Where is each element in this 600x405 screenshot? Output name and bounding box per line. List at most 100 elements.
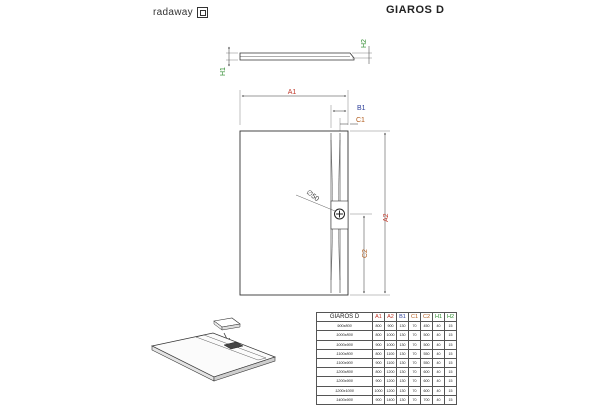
table-cell: 500	[420, 339, 433, 350]
table-cell: 1200	[384, 367, 397, 378]
table-cell: 600	[420, 376, 433, 387]
table-cell: 15	[444, 330, 457, 341]
table-header-a1: A1	[372, 311, 385, 323]
side-view: H1 H2	[220, 39, 372, 76]
table-cell: 70	[408, 367, 421, 378]
brand-logo-square-icon	[196, 7, 208, 18]
table-header-a2: A2	[384, 311, 397, 323]
table-cell: 70	[408, 348, 421, 359]
table-cell: 800	[372, 348, 385, 359]
table-cell: 800	[372, 367, 385, 378]
a2-label: A2	[383, 213, 390, 222]
table-cell: 600	[420, 367, 433, 378]
table-cell: 15	[444, 376, 457, 387]
table-cell: 40	[432, 376, 445, 387]
table-cell: 40	[432, 321, 445, 332]
tray-outline	[239, 130, 349, 296]
drain-grate-icon	[223, 341, 244, 350]
brand-logo-text: radaway	[153, 7, 193, 18]
table-cell-size: 1100x900	[316, 357, 373, 369]
table-cell: 130	[396, 385, 409, 396]
table-cell: 70	[408, 385, 421, 396]
table-cell: 40	[432, 348, 445, 359]
table-header-c2: C2	[420, 311, 433, 323]
table-cell-size: 1200x800	[316, 367, 373, 378]
table-cell: 900	[372, 357, 385, 369]
table-cell: 600	[420, 385, 433, 396]
table-cell: 900	[372, 339, 385, 350]
table-cell: 130	[396, 348, 409, 359]
table-cell: 1100	[384, 357, 397, 369]
table-cell: 15	[444, 385, 457, 396]
table-cell: 70	[408, 376, 421, 387]
table-cell-size: 1000x900	[316, 339, 373, 350]
table-cell: 1100	[384, 348, 397, 359]
table-cell: 500	[420, 330, 433, 341]
table-cell: 40	[432, 367, 445, 378]
table-cell: 450	[420, 321, 433, 332]
table-cell: 40	[432, 357, 445, 369]
table-cell: 1000	[384, 339, 397, 350]
brand-logo: radaway	[153, 7, 208, 18]
table-cell: 800	[372, 321, 385, 332]
table-cell: 70	[408, 339, 421, 350]
table-cell-size: 1200x900	[316, 376, 373, 387]
table-cell: 130	[396, 367, 409, 378]
table-header-h1: H1	[432, 311, 445, 323]
h2-label: H2	[361, 39, 368, 48]
table-cell: 130	[396, 376, 409, 387]
table-cell: 15	[444, 339, 457, 350]
table-cell: 70	[408, 357, 421, 369]
table-cell: 900	[372, 376, 385, 387]
table-cell: 130	[396, 321, 409, 332]
table-cell: 40	[432, 330, 445, 341]
table-cell: 550	[420, 357, 433, 369]
table-cell: 40	[432, 385, 445, 396]
product-title: GIAROS D	[386, 4, 445, 16]
table-cell-size: 900x800	[316, 321, 373, 332]
table-cell: 1000	[372, 385, 385, 396]
c2-label: C2	[362, 249, 369, 258]
table-cell: 1200	[384, 376, 397, 387]
table-header-h2: H2	[444, 311, 457, 323]
table-cell: 1000	[384, 330, 397, 341]
table-cell: 800	[372, 330, 385, 341]
table-cell-size: 1200x1000	[316, 385, 373, 396]
table-header-c1: C1	[408, 311, 421, 323]
table-cell: 70	[408, 321, 421, 332]
table-cell: 15	[444, 367, 457, 378]
table-cell: 40	[432, 339, 445, 350]
table-cell: 900	[384, 321, 397, 332]
table-cell-size: 1000x800	[316, 330, 373, 341]
table-cell: 550	[420, 348, 433, 359]
table-cell: 1200	[384, 385, 397, 396]
table-cell-size: 1100x800	[316, 348, 373, 359]
table-cell: 130	[396, 357, 409, 369]
a1-label: A1	[288, 89, 297, 96]
table-header-b1: B1	[396, 311, 409, 323]
b1-label: B1	[357, 105, 366, 112]
c1-label: C1	[356, 117, 365, 124]
table-cell: 130	[396, 339, 409, 350]
table-cell: 15	[444, 321, 457, 332]
table-cell: 15	[444, 357, 457, 369]
table-header-model: GIAROS D	[316, 311, 373, 323]
table-cell: 130	[396, 330, 409, 341]
table-cell: 70	[408, 330, 421, 341]
h1-label: H1	[220, 67, 227, 76]
isometric-view	[150, 317, 277, 382]
plan-view: A1 B1 C1 ∅50	[239, 89, 390, 296]
